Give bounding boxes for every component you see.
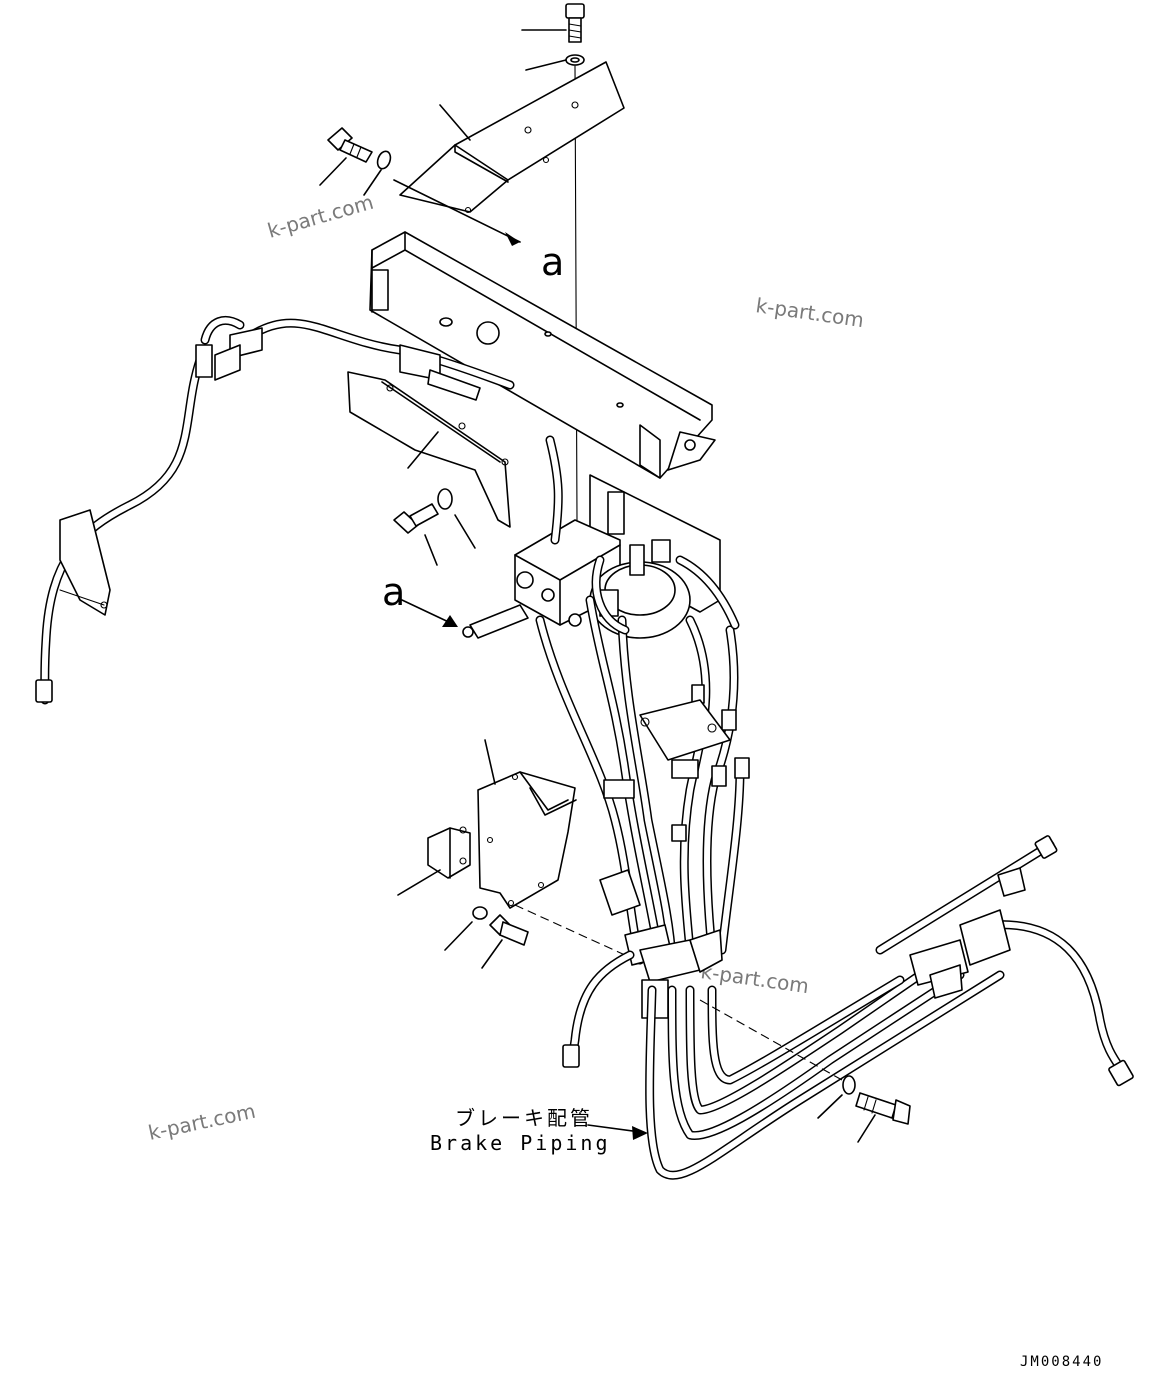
bottom-right-bolt xyxy=(855,1092,911,1143)
center-guide-line xyxy=(574,65,578,521)
brake-piping-label-jp: ブレーキ配管 xyxy=(455,1106,593,1130)
lower-washer xyxy=(444,906,488,951)
upper-left-bolt xyxy=(319,127,373,186)
middle-washer xyxy=(437,488,476,549)
top-washer xyxy=(525,54,585,71)
watermark-top-right: k-part.com xyxy=(754,293,865,332)
drawing-code: JM008440 xyxy=(1020,1354,1103,1370)
brake-piping-label-en: Brake Piping xyxy=(430,1131,611,1155)
lower-bracket-right xyxy=(477,739,577,909)
lower-bolt xyxy=(481,914,529,969)
middle-guard-plate xyxy=(347,371,511,528)
watermark-bottom-left: k-part.com xyxy=(146,1099,258,1145)
brake-piping-note: ブレーキ配管 Brake Piping xyxy=(430,1106,648,1155)
left-long-hose xyxy=(35,316,515,705)
lower-junction xyxy=(562,869,723,1068)
upper-left-washer xyxy=(363,150,392,196)
top-cover-plate xyxy=(393,61,625,246)
middle-bolt xyxy=(393,503,439,566)
hose-bundle xyxy=(535,435,750,965)
view-label-a-lower: a xyxy=(382,570,405,614)
left-side-bracket xyxy=(59,509,111,616)
view-arrow xyxy=(401,599,458,627)
view-label-a-upper: a xyxy=(541,240,564,284)
top-bolt xyxy=(521,3,585,43)
frame-bracket xyxy=(369,231,716,479)
lower-bracket-left xyxy=(397,826,471,896)
bottom-right-washer xyxy=(817,1075,856,1119)
lower-guide-line xyxy=(514,904,626,956)
watermark-top-left: k-part.com xyxy=(265,190,376,243)
brake-piping xyxy=(645,835,1134,1180)
